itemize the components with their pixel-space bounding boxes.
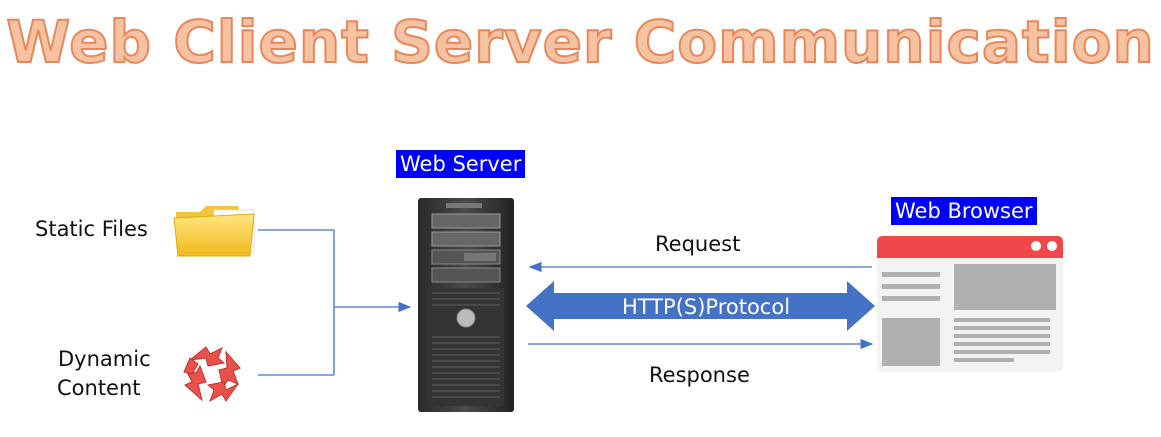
web-browser-label: Web Browser xyxy=(891,197,1037,225)
folder-icon xyxy=(173,206,255,257)
dynamic-content-label-line2: Content xyxy=(57,376,141,400)
dynamic-content-label-line1: Dynamic xyxy=(58,347,151,371)
response-label: Response xyxy=(649,363,750,387)
source-connector xyxy=(258,229,412,376)
protocol-label: HTTP(S)Protocol xyxy=(622,295,790,319)
web-server-label: Web Server xyxy=(396,150,526,178)
protocol-double-arrow xyxy=(526,281,875,331)
diagram-title: Web Client Server Communication xyxy=(5,7,1155,77)
static-files-label: Static Files xyxy=(35,217,148,241)
browser-window-icon xyxy=(877,236,1063,372)
cycle-icon xyxy=(183,346,241,403)
server-tower-icon xyxy=(418,198,514,412)
request-label: Request xyxy=(655,232,741,256)
